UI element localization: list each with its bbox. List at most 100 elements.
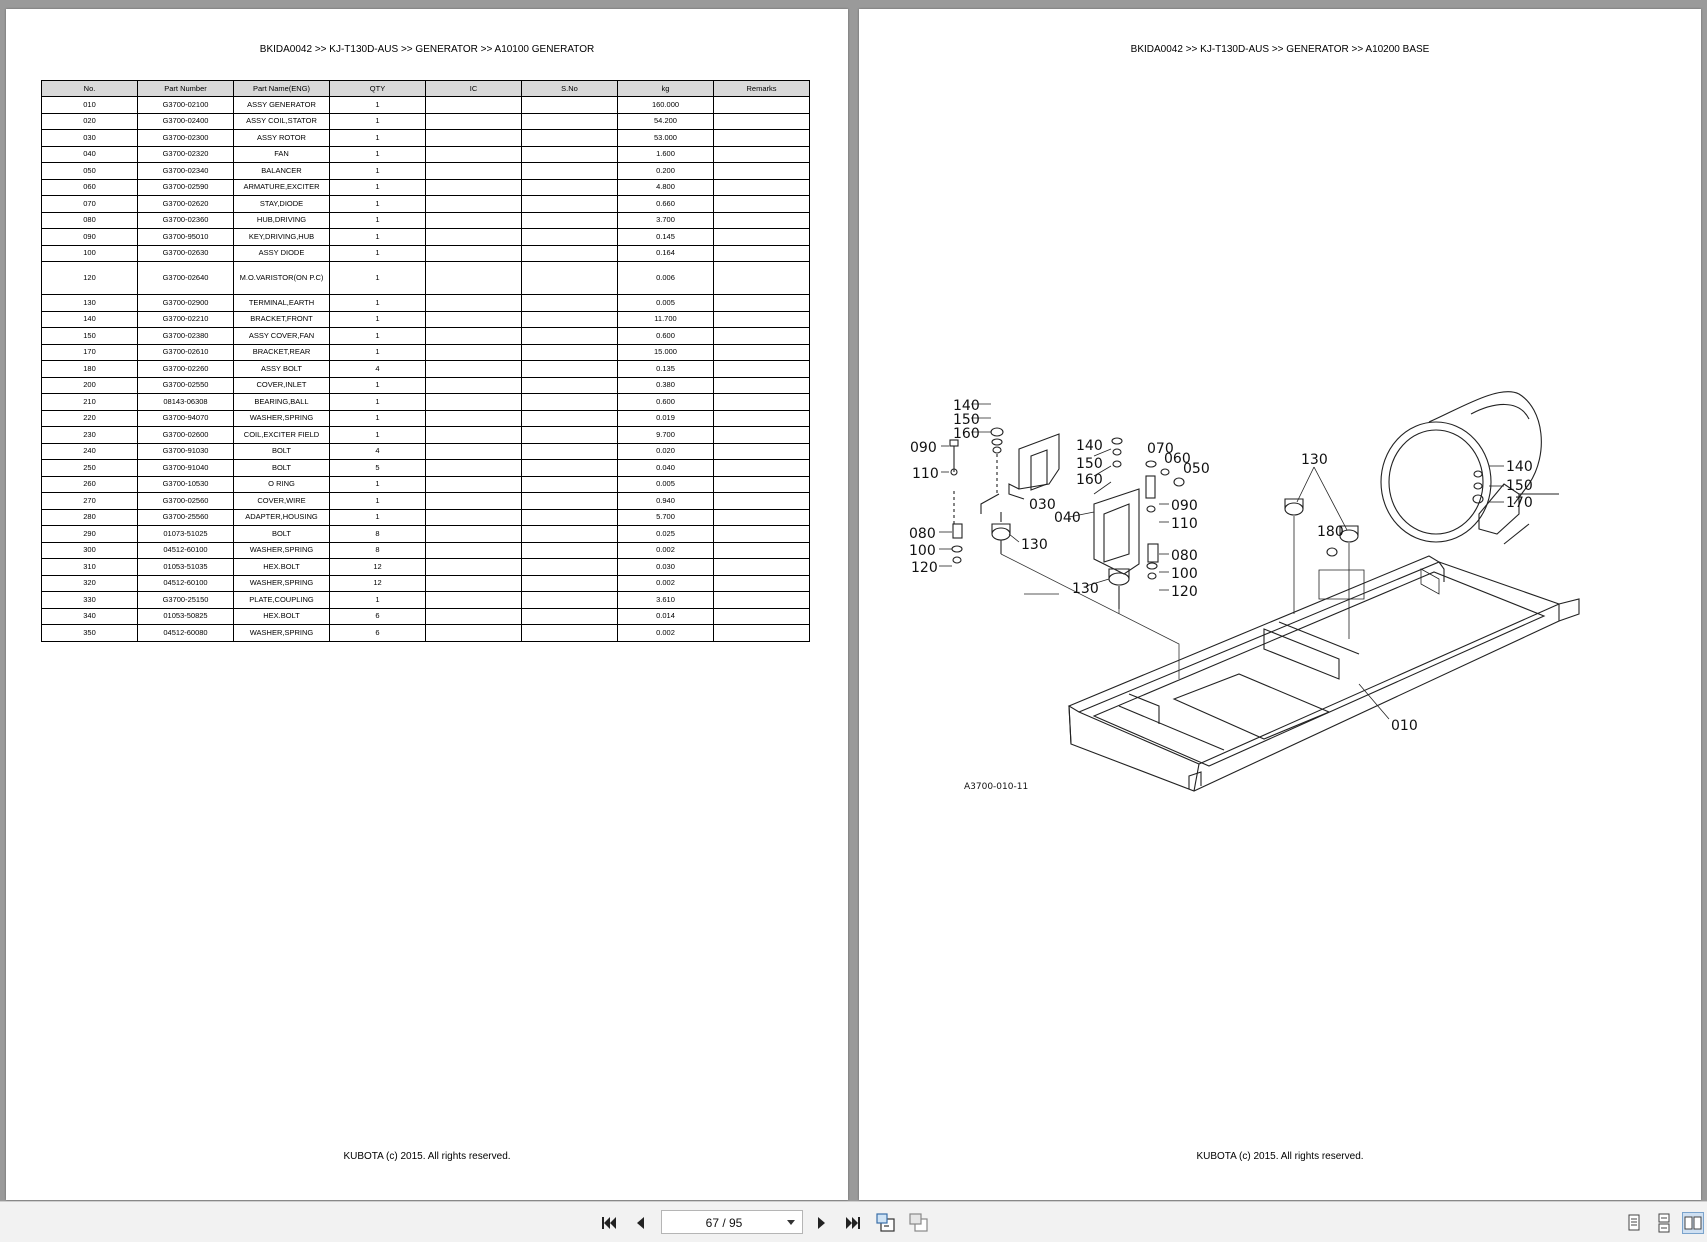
- table-cell: 0.014: [617, 607, 714, 625]
- callout-label: 090: [1171, 498, 1198, 514]
- table-cell: COIL,EXCITER FIELD: [233, 426, 330, 444]
- table-cell: G3700-02640: [137, 261, 234, 295]
- table-cell: 0.020: [617, 442, 714, 460]
- table-cell: 8: [329, 541, 426, 559]
- table-cell: [425, 343, 522, 361]
- callout-label: 010: [1391, 718, 1418, 734]
- table-cell: 1: [329, 294, 426, 312]
- table-cell: [521, 558, 618, 576]
- copy-button[interactable]: [908, 1212, 930, 1234]
- table-cell: [521, 343, 618, 361]
- table-cell: [425, 409, 522, 427]
- callout-label: 060: [1164, 451, 1191, 467]
- table-cell: [713, 574, 810, 592]
- export-button[interactable]: [875, 1212, 897, 1234]
- table-cell: [425, 195, 522, 213]
- table-cell: 6: [329, 624, 426, 642]
- table-cell: 150: [41, 327, 138, 345]
- table-cell: 0.019: [617, 409, 714, 427]
- callout-label: 110: [1171, 516, 1198, 532]
- diagram-callouts: 140 150 160 090 110 080 100 120 030 130 …: [909, 398, 1533, 792]
- callout-label: 130: [1301, 452, 1328, 468]
- table-cell: 0.005: [617, 294, 714, 312]
- table-cell: [713, 442, 810, 460]
- table-cell: 12: [329, 574, 426, 592]
- table-cell: 120: [41, 261, 138, 295]
- first-page-button[interactable]: [598, 1212, 620, 1234]
- table-cell: 11.700: [617, 310, 714, 328]
- table-cell: [521, 607, 618, 625]
- callout-label: 120: [1171, 584, 1198, 600]
- callout-label: 160: [953, 426, 980, 442]
- two-page-view-button[interactable]: [1682, 1212, 1704, 1234]
- table-cell: [425, 475, 522, 493]
- column-header: QTY: [329, 80, 426, 97]
- table-cell: [713, 310, 810, 328]
- table-cell: [521, 211, 618, 229]
- table-cell: [425, 360, 522, 378]
- table-cell: [425, 178, 522, 196]
- table-cell: [713, 558, 810, 576]
- table-cell: 1: [329, 475, 426, 493]
- viewer-toolbar: [0, 1201, 1707, 1242]
- table-cell: 290: [41, 525, 138, 543]
- table-cell: 08143-06308: [137, 393, 234, 411]
- prev-page-button[interactable]: [629, 1212, 651, 1234]
- next-page-icon: [818, 1217, 825, 1229]
- callout-label: 180: [1317, 524, 1344, 540]
- table-cell: 1: [329, 228, 426, 246]
- table-cell: G3700-02400: [137, 112, 234, 130]
- table-cell: 3.610: [617, 591, 714, 609]
- table-cell: 330: [41, 591, 138, 609]
- table-cell: [713, 607, 810, 625]
- table-cell: [425, 310, 522, 328]
- table-cell: 0.002: [617, 574, 714, 592]
- left-page: BKIDA0042 >> KJ-T130D-AUS >> GENERATOR >…: [6, 9, 848, 1200]
- table-cell: ASSY BOLT: [233, 360, 330, 378]
- table-cell: [425, 211, 522, 229]
- table-cell: G3700-02560: [137, 492, 234, 510]
- table-cell: 1.600: [617, 145, 714, 163]
- next-page-button[interactable]: [811, 1212, 833, 1234]
- table-cell: [713, 541, 810, 559]
- continuous-view-button[interactable]: [1653, 1212, 1675, 1234]
- callout-label: 030: [1029, 497, 1056, 513]
- callout-label: 150: [953, 412, 980, 428]
- table-cell: 010: [41, 96, 138, 114]
- column-header: kg: [617, 80, 714, 97]
- callout-label: 070: [1147, 441, 1174, 457]
- callout-label: 040: [1054, 510, 1081, 526]
- table-cell: [521, 409, 618, 427]
- page-number-box[interactable]: [661, 1210, 803, 1235]
- table-cell: [521, 261, 618, 295]
- table-cell: [425, 591, 522, 609]
- table-cell: 04512-60100: [137, 541, 234, 559]
- page-number-input[interactable]: [662, 1211, 786, 1235]
- callout-label: 140: [1506, 459, 1533, 475]
- table-cell: [521, 327, 618, 345]
- callout-label: 130: [1021, 537, 1048, 553]
- table-cell: G3700-02380: [137, 327, 234, 345]
- last-page-button[interactable]: [842, 1212, 864, 1234]
- table-cell: [521, 426, 618, 444]
- table-cell: BOLT: [233, 459, 330, 477]
- page-dropdown-button[interactable]: [782, 1211, 800, 1233]
- table-cell: [425, 492, 522, 510]
- single-page-view-button[interactable]: [1623, 1212, 1645, 1234]
- table-cell: 1: [329, 112, 426, 130]
- table-cell: [521, 525, 618, 543]
- table-cell: 0.025: [617, 525, 714, 543]
- table-cell: 220: [41, 409, 138, 427]
- callout-label: 100: [909, 543, 936, 559]
- table-cell: [713, 591, 810, 609]
- table-cell: [713, 343, 810, 361]
- table-cell: [713, 96, 810, 114]
